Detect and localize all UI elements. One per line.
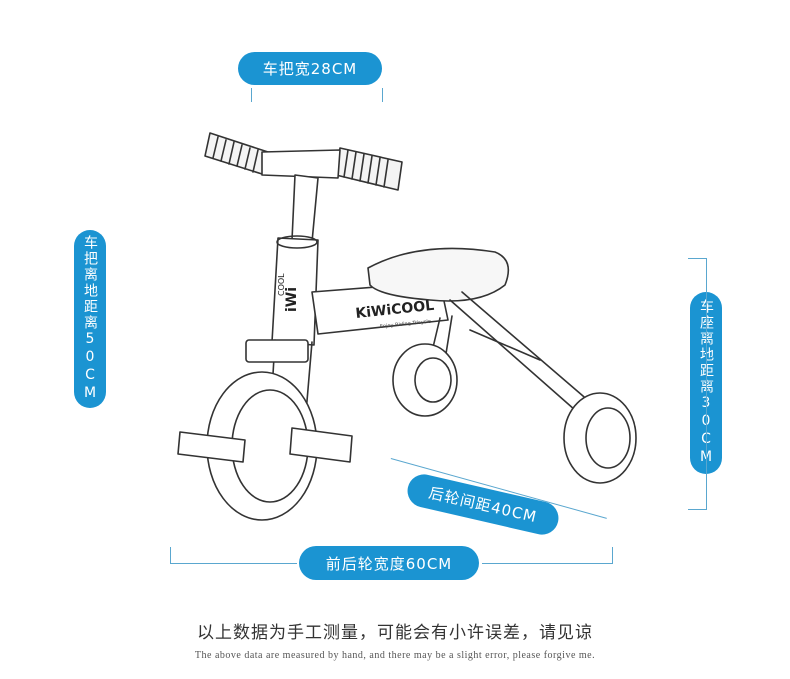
handlebar-height-label: 车把离地距离50CM [74,230,106,408]
left-pedal [177,431,246,463]
stem-logo-top: COOL [277,273,286,296]
fork-clamp [245,339,309,363]
handlebar-width-label: 车把宽28CM [238,52,382,85]
seat [367,247,510,302]
wheelbase-label: 前后轮宽度60CM [299,546,479,580]
handlebar-width-bracket [251,88,383,102]
caption-chinese: 以上数据为手工测量，可能会有小许误差，请见谅 [197,623,593,643]
stem-logo-bottom: iWi [284,287,300,312]
wheelbase-bracket-right [482,547,613,564]
rear-strut-right [449,291,591,411]
seat-height-bracket [688,258,707,510]
handlebar-bar [261,149,341,179]
left-grip [204,132,269,175]
handlebar-stem [291,174,319,243]
rear-left-wheel [392,343,458,417]
right-grip [335,147,403,191]
head-tube [271,237,319,346]
right-pedal [289,427,353,463]
caption-english: The above data are measured by hand, and… [194,650,596,661]
wheelbase-bracket-left [170,547,297,564]
frame-tagline: Enjoy Riding Tricycle [380,319,432,330]
rear-right-wheel [563,392,637,484]
